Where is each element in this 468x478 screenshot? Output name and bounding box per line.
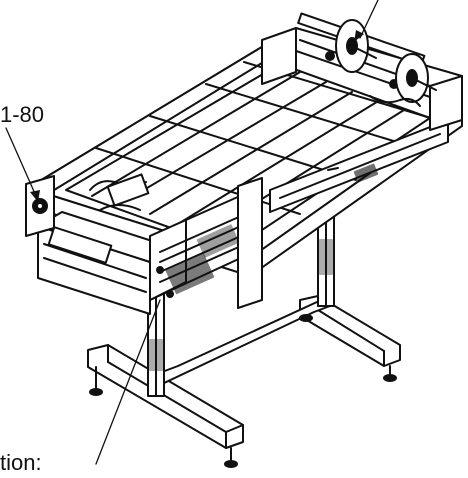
lower-tray (37, 211, 175, 315)
front-feeder-module (149, 177, 263, 309)
callout-leader-lines (5, 0, 379, 465)
side-guide-panel (269, 119, 449, 213)
lower-reel (369, 53, 437, 107)
leader-line-left (5, 127, 37, 197)
callout-label-upper-left: 1-80 (0, 102, 45, 127)
support-stand (87, 205, 401, 468)
leader-line-top (359, 0, 379, 39)
leader-line-bottom (95, 299, 161, 465)
callout-label-bottom-left: tion: (0, 450, 42, 475)
left-end-mechanism (25, 173, 150, 237)
conveyor-frame (27, 41, 463, 277)
